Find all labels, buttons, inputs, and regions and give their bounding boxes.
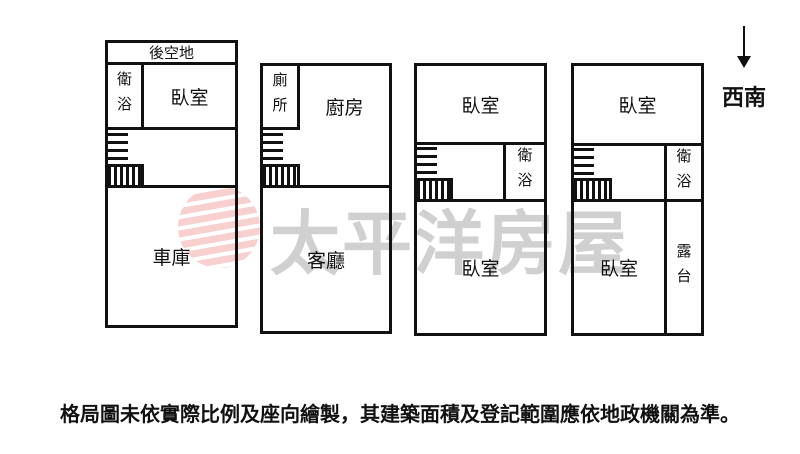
room-label: 臥室 [170, 86, 209, 109]
room-label: 廁所 [270, 71, 289, 122]
room-label: 臥室 [461, 258, 500, 280]
room-living-room: 客廳 [260, 185, 392, 334]
room-label: 露台 [674, 242, 693, 293]
room-label: 客廳 [306, 250, 345, 272]
room-bedroom-top: 臥室 [414, 63, 547, 145]
room-label: 臥室 [461, 94, 500, 117]
room-bedroom-bottom: 臥室 [571, 199, 667, 336]
direction-label: 西南 [721, 86, 766, 111]
stairs-icon [263, 164, 300, 185]
arrow-down-icon [743, 26, 745, 60]
room-terrace: 露台 [664, 199, 704, 336]
room-label: 臥室 [599, 258, 638, 280]
room-bathroom: 衛浴 [105, 62, 144, 130]
room-bathroom: 衛浴 [503, 142, 547, 202]
room-label: 臥室 [618, 95, 657, 117]
room-kitchen: 廚房 [300, 66, 389, 146]
room-bathroom: 衛浴 [664, 143, 704, 202]
stairs-icon [108, 164, 144, 185]
room-label: 車庫 [152, 247, 191, 269]
disclaimer-text: 格局圖未依實際比例及座向繪製，其建築面積及登記範圍應依地政機關為準。 [60, 402, 740, 426]
room-label: 衛浴 [674, 147, 693, 198]
room-bedroom-top: 臥室 [571, 63, 704, 146]
stairs-icon [574, 178, 612, 199]
room-garage: 車庫 [105, 185, 238, 328]
stairs-icon [417, 147, 437, 179]
room-label: 衛浴 [515, 147, 534, 197]
room-label: 後空地 [148, 44, 194, 62]
room-bedroom: 臥室 [141, 62, 238, 130]
stairs-icon [417, 178, 453, 199]
arrow-down-icon-head [737, 56, 751, 68]
room-bedroom-bottom: 臥室 [414, 199, 547, 336]
stairs-icon [263, 133, 283, 165]
room-label: 廚房 [325, 96, 364, 119]
room-label: 衛浴 [115, 71, 133, 121]
stairs-icon [574, 148, 594, 180]
stairs-icon [108, 133, 128, 165]
